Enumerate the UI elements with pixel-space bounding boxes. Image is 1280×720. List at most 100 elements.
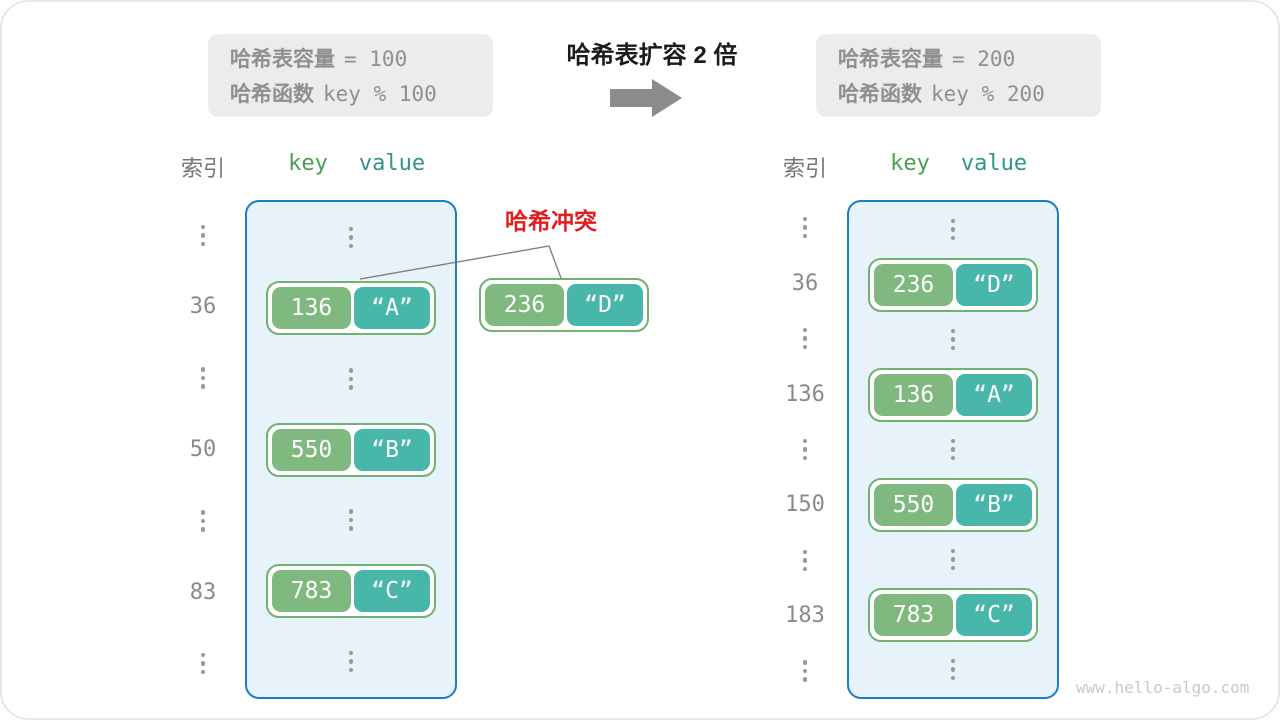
key-cell: 783 (874, 593, 953, 636)
index-ellipsis (777, 533, 833, 588)
value-cell: “D” (956, 263, 1032, 306)
dot (348, 526, 354, 531)
dot (802, 344, 808, 350)
vertical-ellipsis-icon (802, 216, 808, 239)
dot (950, 565, 956, 571)
table-row (849, 202, 1057, 257)
hash-function-label: 哈希函数 (230, 83, 314, 106)
dot (950, 667, 956, 672)
dot (950, 438, 956, 444)
table-row (849, 312, 1057, 367)
hash-function-label: 哈希函数 (838, 83, 922, 106)
dot (348, 376, 354, 382)
pair-box: 550“B” (266, 422, 436, 477)
dot (802, 233, 808, 239)
dot (802, 549, 808, 555)
hash-function-expr: key % 100 (323, 82, 437, 106)
dot (348, 667, 354, 673)
vertical-ellipsis-icon (348, 509, 354, 531)
dot (200, 233, 206, 238)
dot (348, 517, 354, 523)
index-ellipsis (175, 200, 231, 271)
value-cell: “A” (956, 373, 1032, 416)
dot (348, 650, 354, 656)
hash-function-line: 哈希函数 key % 100 (230, 78, 493, 108)
pair-box: 783“C” (868, 587, 1038, 642)
key-cell: 236 (874, 263, 953, 306)
dot (802, 327, 808, 333)
vertical-ellipsis-icon (950, 658, 956, 681)
page-title: 哈希表扩容 2 倍 (566, 42, 738, 69)
dot (348, 226, 354, 232)
dot (200, 518, 206, 524)
vertical-ellipsis-icon (802, 327, 808, 350)
pair-box: 550“B” (868, 477, 1038, 532)
dot (950, 455, 956, 461)
dot (200, 241, 206, 247)
dot (950, 557, 956, 562)
bucket-array: 236“D” 136“A” 550“B” 783“C” (847, 200, 1059, 699)
dot (802, 566, 808, 572)
value-cell: “C” (354, 569, 430, 612)
right-arrow-icon (610, 78, 684, 122)
table-row: 783“C” (247, 556, 455, 627)
dot (950, 218, 956, 224)
dot (348, 235, 354, 240)
index-label: 83 (189, 579, 217, 605)
vertical-ellipsis-icon (200, 224, 206, 247)
vertical-ellipsis-icon (802, 438, 808, 461)
table-row (849, 642, 1057, 697)
index-label: 36 (189, 294, 217, 320)
key-cell: 136 (272, 287, 351, 330)
dot (802, 558, 808, 563)
dot (200, 367, 206, 372)
table-row: 550“B” (849, 477, 1057, 532)
capacity-line: 哈希表容量 = 200 (838, 43, 1101, 73)
value-header-after: value (960, 151, 1028, 176)
index-label: 150 (785, 492, 825, 518)
dot (950, 658, 956, 664)
hash-function-line: 哈希函数 key % 200 (838, 78, 1101, 108)
hash-function-expr: key % 200 (931, 82, 1045, 106)
dot (348, 385, 354, 390)
vertical-ellipsis-icon (950, 328, 956, 351)
table-row (247, 343, 455, 414)
key-header-after: key (890, 151, 930, 176)
dot (348, 243, 354, 249)
dot (802, 677, 808, 682)
index-label: 36 (791, 270, 819, 296)
index-header-after: 索引 (782, 156, 827, 181)
key-cell: 136 (874, 373, 953, 416)
index-label: 136 (785, 381, 825, 407)
vertical-ellipsis-icon (348, 226, 354, 249)
capacity-expr: = 200 (952, 47, 1016, 71)
dot (802, 225, 808, 230)
vertical-ellipsis-icon (348, 368, 354, 390)
dot (802, 660, 808, 665)
table-row (247, 626, 455, 697)
dot (200, 669, 206, 675)
pair-box: 236“D” (868, 257, 1038, 312)
value-cell: “C” (956, 593, 1032, 636)
pair-box: 136“A” (868, 367, 1038, 422)
dot (200, 384, 206, 389)
value-cell: “A” (354, 287, 430, 330)
dot (802, 447, 808, 452)
value-cell: “B” (354, 428, 430, 471)
dot (950, 548, 956, 554)
vertical-ellipsis-icon (200, 510, 206, 532)
pair-box: 136“A” (266, 281, 436, 336)
dot (950, 447, 956, 452)
capacity-label: 哈希表容量 (838, 48, 943, 71)
index-ellipsis (175, 628, 231, 699)
index-ellipsis (777, 422, 833, 477)
key-cell: 236 (485, 284, 564, 326)
table-row: 783“C” (849, 587, 1057, 642)
dot (950, 345, 956, 351)
dot (348, 509, 354, 514)
